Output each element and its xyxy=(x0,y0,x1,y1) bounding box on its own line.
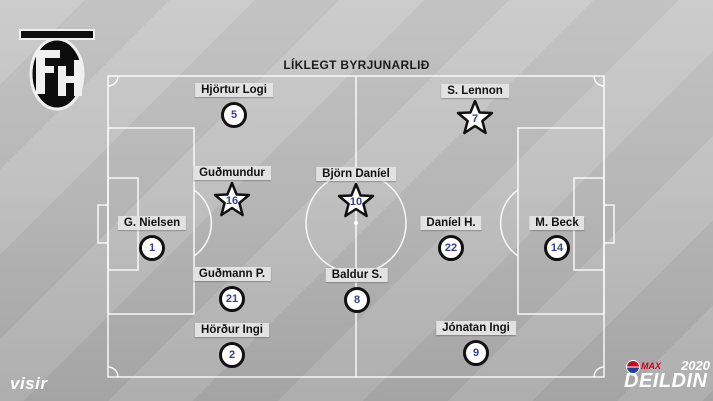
star-icon xyxy=(337,182,375,218)
player-number: 14 xyxy=(544,235,570,261)
player-number: 16 xyxy=(225,195,239,207)
league-prefix: MAX xyxy=(641,361,661,371)
star-icon xyxy=(213,181,251,217)
league-logo: MAX 2020 DEILDIN xyxy=(624,356,710,396)
league-year: 2020 xyxy=(681,358,710,373)
player-name: Baldur S. xyxy=(325,268,389,282)
player-number: 5 xyxy=(221,102,247,128)
player-name: Hjörtur Logi xyxy=(195,83,273,97)
player-name: S. Lennon xyxy=(441,84,509,98)
left-penalty-arc xyxy=(193,189,213,257)
pepsi-icon xyxy=(626,360,640,374)
lineup-title: LÍKLEGT BYRJUNARLIÐ xyxy=(283,58,430,72)
player-name: Daníel H. xyxy=(420,216,482,230)
star-icon xyxy=(456,99,494,135)
player-number: 9 xyxy=(463,340,489,366)
team-crest-icon xyxy=(19,29,95,111)
player-name: M. Beck xyxy=(529,216,585,230)
player-number: 1 xyxy=(139,235,165,261)
player-name: Guðmundur xyxy=(193,166,271,180)
player-number: 2 xyxy=(219,342,245,368)
center-spot xyxy=(354,221,358,225)
player-number: 8 xyxy=(344,287,370,313)
player-number: 7 xyxy=(471,113,479,125)
player-name: G. Nielsen xyxy=(117,216,187,230)
player-name: Guðmann P. xyxy=(192,267,272,281)
player-number: 10 xyxy=(349,196,363,208)
right-penalty-arc xyxy=(499,189,519,257)
visir-logo: visir xyxy=(10,374,48,393)
right-goal xyxy=(603,204,615,244)
left-goal xyxy=(97,204,109,244)
player-name: Hörður Ingi xyxy=(195,323,269,337)
player-number: 22 xyxy=(438,235,464,261)
player-name: Björn Daníel xyxy=(316,167,396,181)
player-number: 21 xyxy=(219,286,245,312)
player-name: Jónatan Ingi xyxy=(436,321,516,335)
league-name: DEILDIN xyxy=(624,370,708,392)
